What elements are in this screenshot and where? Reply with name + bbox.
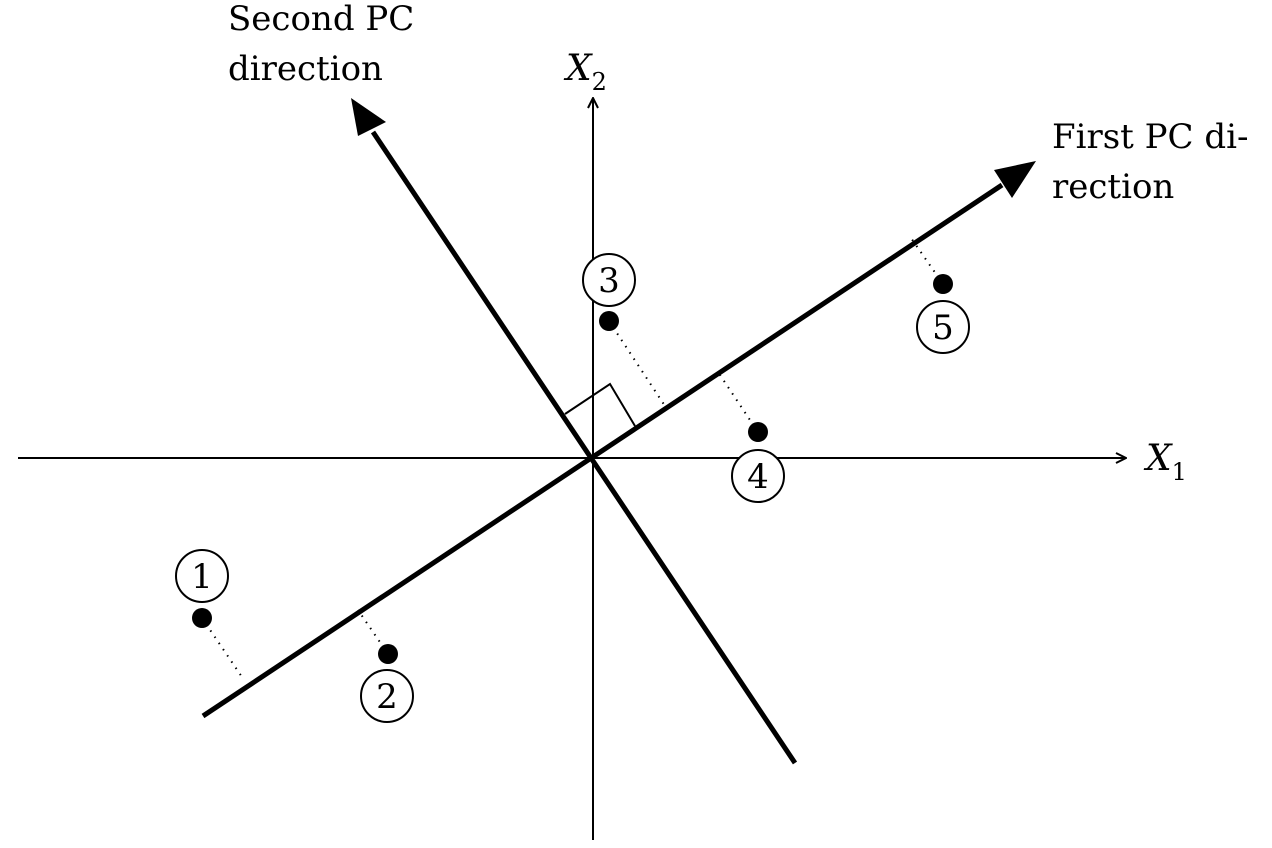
point-label-1-text: 1 (191, 557, 213, 597)
data-point-1 (192, 608, 212, 628)
point-label-4-text: 4 (747, 457, 769, 497)
projection-line-1 (201, 617, 245, 681)
x1-axis-label-main: X (1143, 438, 1173, 479)
second-pc-line (370, 130, 798, 765)
point-label-5: 5 (916, 300, 970, 354)
x1-axis-label: X1 (1143, 438, 1187, 486)
first-pc-label-line2: rection (1052, 167, 1174, 207)
second-pc-arrowhead (351, 98, 386, 136)
point-label-3: 3 (582, 253, 636, 307)
point-label-2-text: 2 (376, 677, 398, 717)
first-pc-arrowhead (994, 161, 1036, 198)
right-angle-marker (564, 382, 636, 427)
projection-line-4 (717, 371, 759, 433)
data-point-4 (748, 422, 768, 442)
x2-axis-label: X2 (563, 48, 607, 96)
second-pc-label-line2: direction (228, 49, 383, 89)
data-point-3 (599, 311, 619, 331)
x1-axis-label-subscript: 1 (1172, 458, 1187, 486)
first-pc-label: First PC di- rection (1052, 117, 1259, 207)
projection-line-3 (608, 320, 666, 407)
data-point-2 (378, 644, 398, 664)
first-pc-label-line1: First PC di- (1052, 117, 1248, 157)
second-pc-label-line1: Second PC (228, 0, 414, 39)
point-label-4: 4 (731, 449, 785, 503)
first-pc-line (201, 182, 1004, 719)
point-label-5-text: 5 (932, 308, 954, 348)
point-label-3-text: 3 (598, 261, 620, 301)
x2-axis-label-main: X (563, 48, 593, 89)
point-label-1: 1 (175, 549, 229, 603)
data-point-5 (933, 274, 953, 294)
x2-axis-label-subscript: 2 (592, 68, 607, 96)
point-label-2: 2 (360, 669, 414, 723)
second-pc-label: Second PC direction (228, 0, 425, 89)
